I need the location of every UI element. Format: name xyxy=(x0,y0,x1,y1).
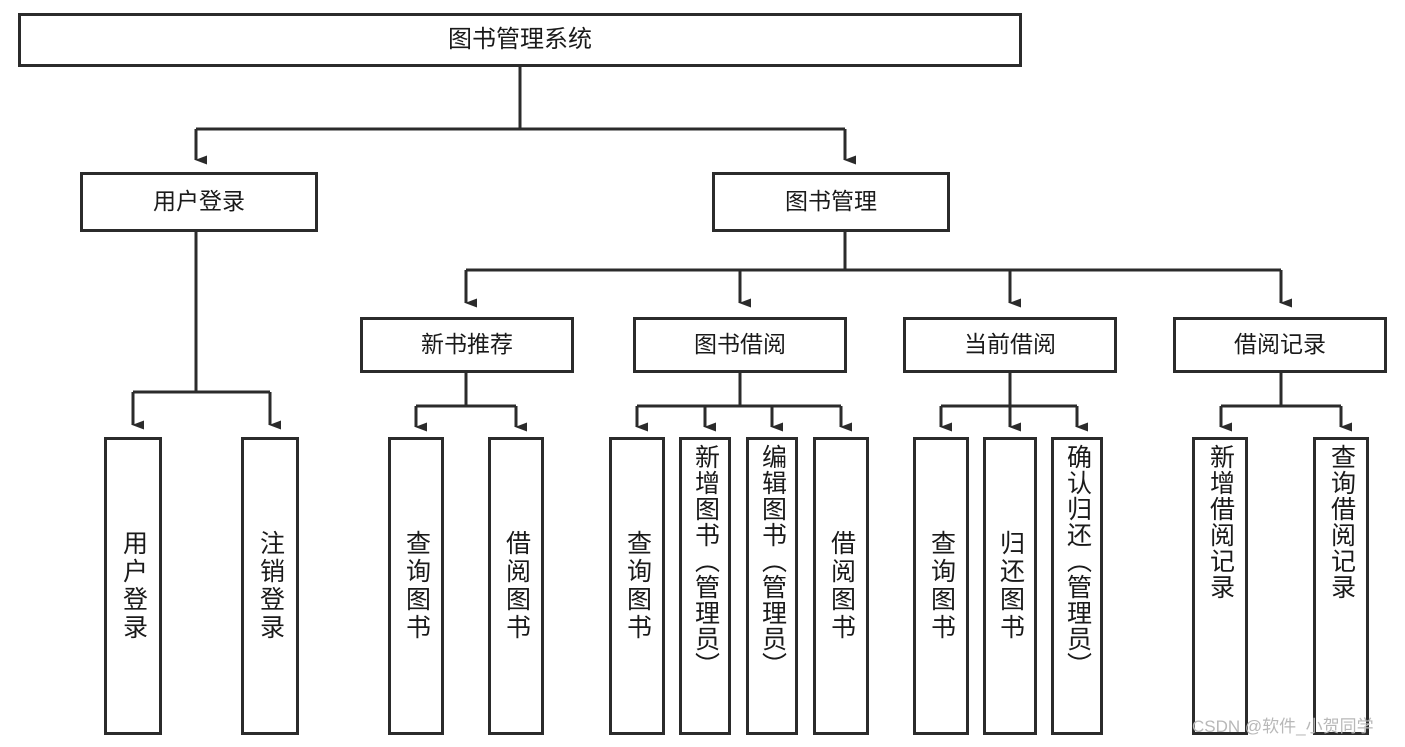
node-label: 借阅图书 xyxy=(827,530,856,642)
node-label: 新增借阅记录 xyxy=(1206,444,1235,600)
node-user-login[interactable]: 用户登录 xyxy=(80,172,318,232)
leaf-add-borrow-record[interactable]: 新增借阅记录 xyxy=(1192,437,1248,735)
leaf-query-book-borrow[interactable]: 查询图书 xyxy=(609,437,665,735)
node-label: 编辑图书（管理员） xyxy=(758,444,787,678)
leaf-borrow-book-recommend[interactable]: 借阅图书 xyxy=(488,437,544,735)
node-root-book-management-system[interactable]: 图书管理系统 xyxy=(18,13,1022,67)
node-label: 查询图书 xyxy=(402,530,431,642)
node-label: 借阅图书 xyxy=(502,530,531,642)
leaf-return-book[interactable]: 归还图书 xyxy=(983,437,1037,735)
node-label: 查询图书 xyxy=(623,530,652,642)
node-label: 查询图书 xyxy=(927,530,956,642)
node-label: 借阅记录 xyxy=(1234,331,1326,358)
leaf-add-book-admin[interactable]: 新增图书（管理员） xyxy=(679,437,731,735)
leaf-query-book-recommend[interactable]: 查询图书 xyxy=(388,437,444,735)
leaf-logout[interactable]: 注销登录 xyxy=(241,437,299,735)
leaf-borrow-book[interactable]: 借阅图书 xyxy=(813,437,869,735)
node-label: 图书管理 xyxy=(785,188,877,215)
node-label: 当前借阅 xyxy=(964,331,1056,358)
node-borrow-record[interactable]: 借阅记录 xyxy=(1173,317,1387,373)
node-book-management[interactable]: 图书管理 xyxy=(712,172,950,232)
leaf-edit-book-admin[interactable]: 编辑图书（管理员） xyxy=(746,437,798,735)
node-label: 确认归还（管理员） xyxy=(1063,444,1092,678)
leaf-query-borrow-record[interactable]: 查询借阅记录 xyxy=(1313,437,1369,735)
node-label: 用户登录 xyxy=(153,188,245,215)
node-label: 图书借阅 xyxy=(694,331,786,358)
csdn-watermark: CSDN @软件_小贺同学 xyxy=(1192,717,1374,736)
node-label: 新书推荐 xyxy=(421,331,513,358)
node-label: 用户登录 xyxy=(119,530,148,642)
node-book-borrow[interactable]: 图书借阅 xyxy=(633,317,847,373)
leaf-query-book-current[interactable]: 查询图书 xyxy=(913,437,969,735)
leaf-confirm-return-admin[interactable]: 确认归还（管理员） xyxy=(1051,437,1103,735)
node-new-book-recommend[interactable]: 新书推荐 xyxy=(360,317,574,373)
node-label: 图书管理系统 xyxy=(448,25,592,53)
node-label: 新增图书（管理员） xyxy=(691,444,720,678)
node-label: 查询借阅记录 xyxy=(1327,444,1356,600)
node-label: 注销登录 xyxy=(256,530,285,642)
leaf-user-login[interactable]: 用户登录 xyxy=(104,437,162,735)
node-label: 归还图书 xyxy=(996,530,1025,642)
node-current-borrow[interactable]: 当前借阅 xyxy=(903,317,1117,373)
